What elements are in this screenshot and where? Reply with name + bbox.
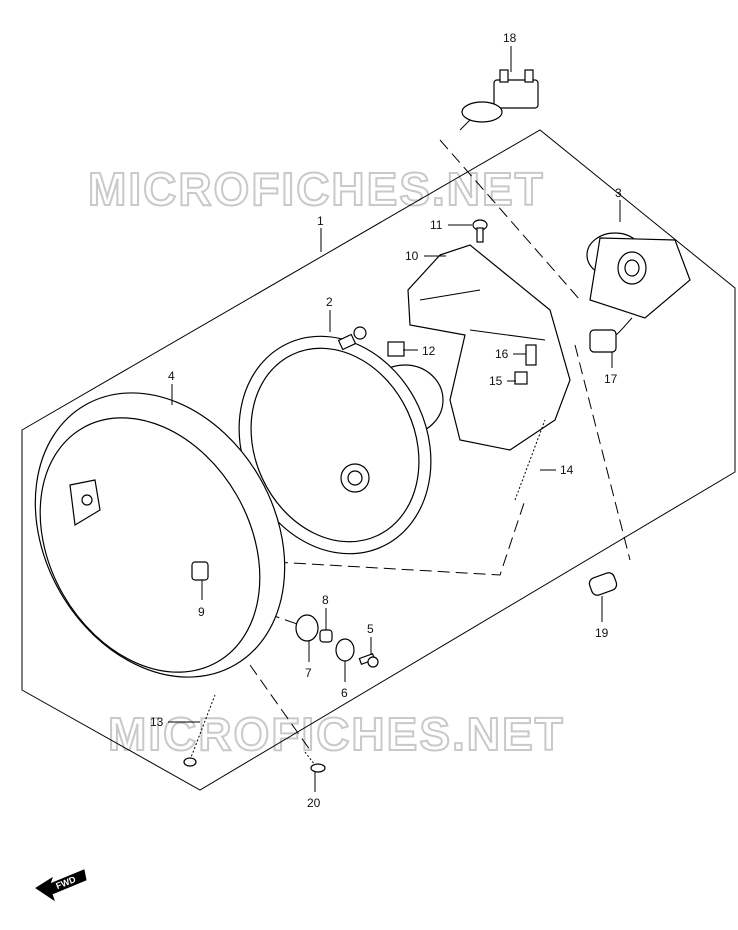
callout-19: 19 bbox=[595, 626, 609, 640]
callout-7: 7 bbox=[305, 666, 312, 680]
part-5-screw bbox=[358, 653, 379, 668]
callout-20: 20 bbox=[307, 796, 321, 810]
part-10-headlight-bracket bbox=[407, 244, 571, 451]
part-17-position-socket bbox=[589, 317, 633, 353]
part-3-socket-cover bbox=[586, 232, 691, 319]
part-19-position-bulb bbox=[588, 572, 618, 596]
part-4-headlight-housing bbox=[34, 392, 286, 678]
callout-2: 2 bbox=[326, 295, 333, 309]
callout-13: 13 bbox=[150, 715, 164, 729]
part-11-bolt bbox=[472, 219, 488, 243]
fwd-arrow-icon: FWD bbox=[35, 869, 87, 902]
part-12-nut bbox=[387, 341, 405, 357]
part-13-long-screw bbox=[183, 694, 216, 767]
part-18-headlight-bulb bbox=[459, 69, 539, 131]
callout-3: 3 bbox=[615, 186, 622, 200]
callout-6: 6 bbox=[341, 686, 348, 700]
callout-10: 10 bbox=[405, 249, 419, 263]
callout-14: 14 bbox=[560, 463, 574, 477]
callout-4: 4 bbox=[168, 369, 175, 383]
callout-15: 15 bbox=[489, 374, 503, 388]
part-6-washer bbox=[335, 638, 355, 662]
callout-5: 5 bbox=[367, 622, 374, 636]
callout-16: 16 bbox=[495, 347, 509, 361]
part-8-collar bbox=[319, 629, 333, 643]
part-20-screw bbox=[304, 751, 326, 773]
part-15-nut bbox=[514, 371, 528, 385]
callout-18: 18 bbox=[503, 31, 517, 45]
part-9-clip bbox=[191, 561, 209, 581]
callout-17: 17 bbox=[604, 372, 618, 386]
part-2-headlight-unit bbox=[238, 326, 444, 555]
guide-line-position-bulb bbox=[574, 344, 631, 561]
guide-line-spring bbox=[239, 499, 526, 576]
part-7-grommet bbox=[295, 614, 319, 642]
watermark-top: MICROFICHES.NET bbox=[88, 163, 545, 215]
callout-9: 9 bbox=[198, 605, 205, 619]
callout-11: 11 bbox=[430, 218, 443, 232]
callout-1: 1 bbox=[317, 214, 324, 228]
watermark-bottom: MICROFICHES.NET bbox=[108, 708, 565, 760]
callout-8: 8 bbox=[322, 593, 329, 607]
callout-12: 12 bbox=[422, 344, 436, 358]
assembly-outline bbox=[21, 129, 736, 791]
part-16-clip bbox=[525, 344, 537, 366]
